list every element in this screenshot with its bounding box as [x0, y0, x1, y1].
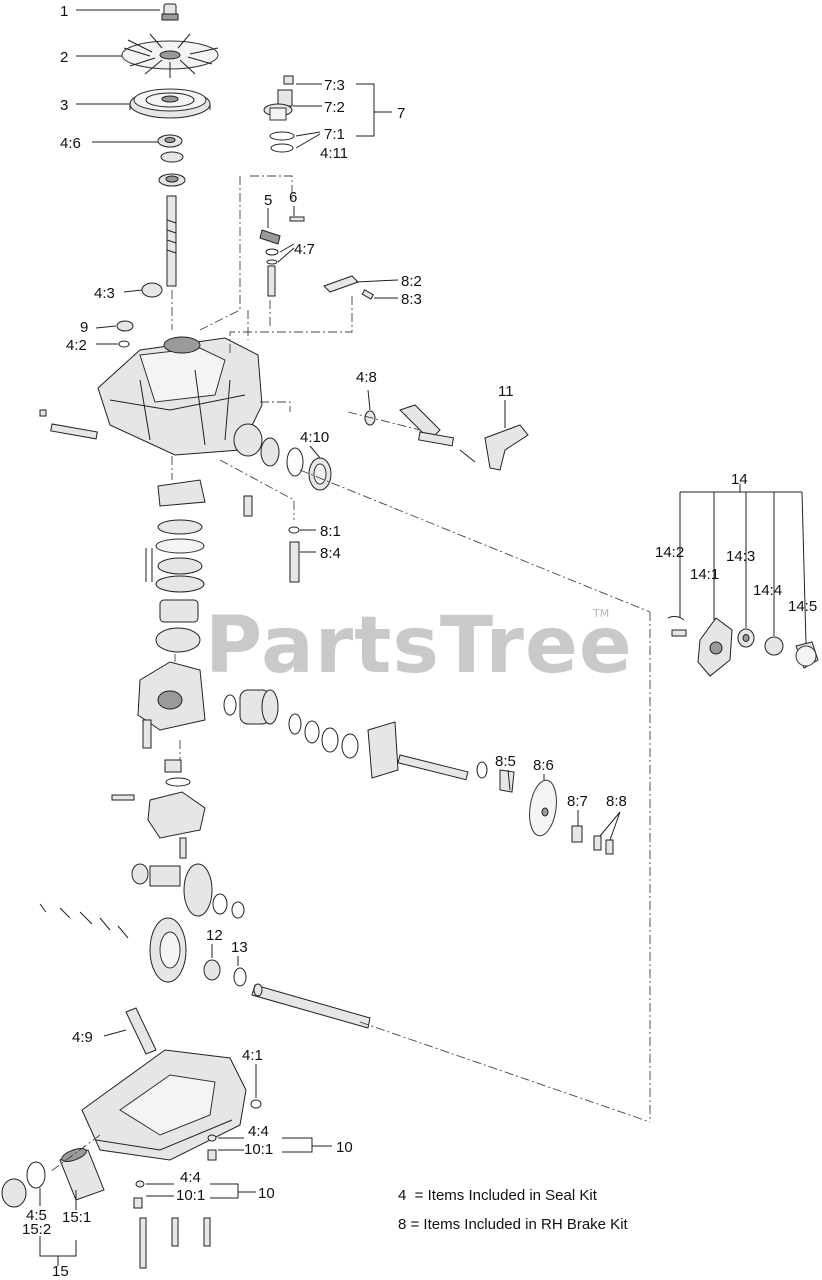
- legend-brake-kit: 8 = Items Included in RH Brake Kit: [398, 1216, 629, 1233]
- legend-seal-kit: 4 = Items Included in Seal Kit: [398, 1187, 598, 1204]
- callout-12: 12: [206, 927, 223, 944]
- callout-8-2: 8:2: [401, 273, 422, 290]
- callout-5: 5: [264, 192, 272, 209]
- callout-7-3: 7:3: [324, 77, 345, 94]
- part-7-shift-assembly: [263, 75, 295, 153]
- charge-pump: [111, 759, 206, 859]
- callout-4-7: 4:7: [294, 241, 315, 258]
- part-9-plug: [116, 320, 134, 332]
- callout-8-7: 8:7: [567, 793, 588, 810]
- callout-8-8: 8:8: [606, 793, 627, 810]
- housing-bolts: [139, 1217, 211, 1269]
- motor-brake-assembly: [223, 689, 515, 793]
- callout-14-2: 14:2: [655, 544, 684, 561]
- callout-8-1: 8:1: [320, 523, 341, 540]
- callout-15: 15: [52, 1263, 69, 1280]
- callout-14-5: 14:5: [788, 598, 817, 615]
- part-8-8-brake-pads: [593, 835, 614, 855]
- callout-14-1: 14:1: [690, 566, 719, 583]
- callout-4-3: 4:3: [94, 285, 115, 302]
- callout-8-5: 8:5: [495, 753, 516, 770]
- callout-8-3: 8:3: [401, 291, 422, 308]
- callout-4-4-upper: 4:4: [248, 1123, 269, 1140]
- callout-10-upper: 10: [336, 1139, 353, 1156]
- callout-4-6: 4:6: [60, 135, 81, 152]
- part-2-fan: [121, 33, 219, 78]
- part-13-washer: [233, 967, 247, 987]
- callout-4-9: 4:9: [72, 1029, 93, 1046]
- callout-7-1: 7:1: [324, 126, 345, 143]
- callout-4-1: 4:1: [242, 1047, 263, 1064]
- part-11-brake-linkage: [364, 404, 529, 471]
- callout-1: 1: [60, 3, 68, 20]
- callout-4-5: 4:5: [26, 1207, 47, 1224]
- callout-10-lower: 10: [258, 1185, 275, 1202]
- callout-6: 6: [289, 189, 297, 206]
- part-3-pulley: [129, 88, 211, 119]
- part-4-2-oring: [118, 340, 130, 348]
- callout-11: 11: [498, 383, 514, 400]
- callout-4-11: 4:11: [320, 145, 348, 162]
- callout-2: 2: [60, 49, 68, 66]
- part-8-4-brake-pin: [288, 526, 300, 583]
- watermark-text: PartsTree: [205, 601, 633, 691]
- part-5-control-arm: [259, 216, 305, 297]
- callout-13: 13: [231, 939, 248, 956]
- callout-4-10: 4:10: [300, 429, 329, 446]
- drain-bolt: [243, 495, 253, 517]
- callout-15-2: 15:2: [22, 1221, 51, 1238]
- callout-10-1-lower: 10:1: [176, 1187, 205, 1204]
- lower-housing: [81, 1049, 262, 1161]
- callout-14: 14: [731, 471, 748, 488]
- part-8-2-brake-arm: [323, 275, 375, 300]
- callout-4-4-lower: 4:4: [180, 1169, 201, 1186]
- drain-plugs: [133, 1134, 217, 1209]
- part-4-10-seals: [260, 437, 332, 491]
- part-1-nut: [161, 3, 179, 21]
- callout-14-4: 14:4: [753, 582, 782, 599]
- part-12-bushing: [203, 959, 221, 981]
- part-8-6-brake-disc: [529, 779, 557, 837]
- center-pump-stack: [145, 479, 206, 653]
- callout-3: 3: [60, 97, 68, 114]
- callout-15-1: 15:1: [62, 1209, 91, 1226]
- callout-4-8: 4:8: [356, 369, 377, 386]
- output-axle: [251, 983, 371, 1029]
- upper-housing: [97, 336, 263, 457]
- callout-8-6: 8:6: [533, 757, 554, 774]
- part-15-filter: [1, 1148, 105, 1208]
- part-4-6-seal: [157, 134, 183, 148]
- trademark-mark: TM: [592, 607, 609, 620]
- callout-10-1-upper: 10:1: [244, 1141, 273, 1158]
- center-section: [137, 661, 206, 749]
- left-shift-shaft: [39, 409, 98, 440]
- callout-8-4: 8:4: [320, 545, 341, 562]
- callout-4-2: 4:2: [66, 337, 87, 354]
- callout-9: 9: [80, 319, 88, 336]
- part-4-3-cap: [141, 282, 163, 298]
- input-shaft-assembly: [158, 151, 186, 287]
- part-8-7-brake-pad: [571, 825, 583, 843]
- callout-7: 7: [397, 105, 405, 122]
- reduction-gears: [39, 863, 245, 983]
- part-14-hub-assembly: [667, 615, 819, 677]
- callout-7-2: 7:2: [324, 99, 345, 116]
- callout-14-3: 14:3: [726, 548, 755, 565]
- part-4-9-breather-tube: [125, 1007, 157, 1055]
